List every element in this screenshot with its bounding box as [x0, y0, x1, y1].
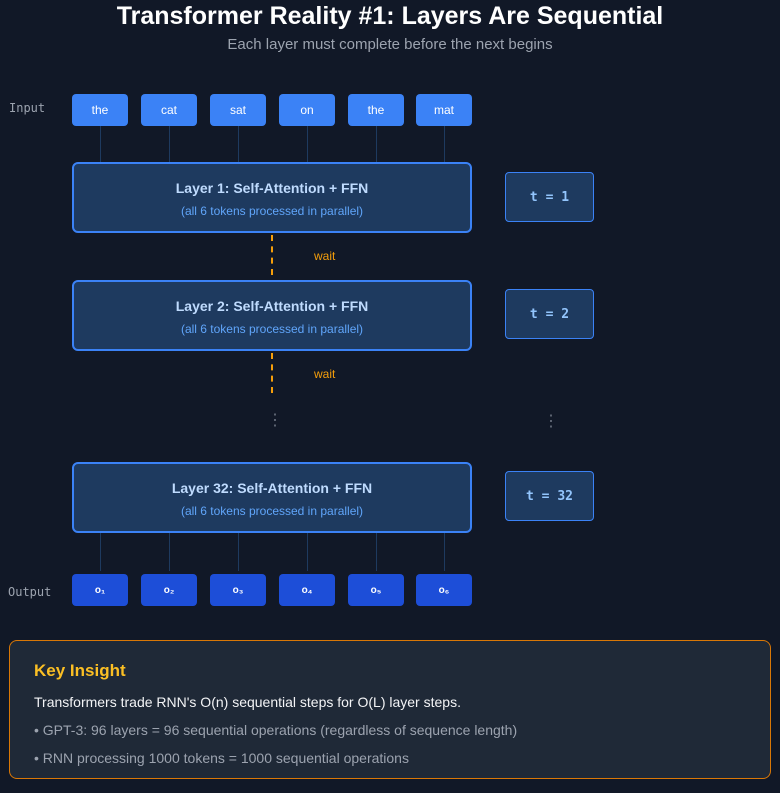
input-connector [307, 126, 308, 163]
input-connector [238, 126, 239, 163]
output-token: o₃ [210, 574, 266, 606]
wait-label: wait [314, 249, 336, 263]
insight-heading: Key Insight [34, 661, 126, 680]
output-connector [376, 533, 377, 571]
input-token: the [72, 94, 128, 126]
layer-title: Layer 2: Self-Attention + FFN [175, 298, 369, 314]
page-title: Transformer Reality #1: Layers Are Seque… [116, 2, 664, 30]
time-step-2: t = 2 [505, 289, 594, 339]
layer-2-box: Layer 2: Self-Attention + FFN (all 6 toke… [72, 280, 472, 351]
output-token: o₁ [72, 574, 128, 606]
layer-title: Layer 32: Self-Attention + FFN [171, 480, 373, 496]
output-connector [238, 533, 239, 571]
time-step-1: t = 1 [505, 172, 594, 222]
input-token: the [348, 94, 404, 126]
output-token: o₅ [348, 574, 404, 606]
input-connector [100, 126, 101, 163]
output-label: Output [8, 585, 52, 599]
wait-connector [271, 235, 273, 275]
input-connector [444, 126, 445, 163]
ellipsis-time: ⋮ [543, 413, 559, 430]
input-connector [169, 126, 170, 163]
input-label: Input [9, 101, 46, 115]
output-token: o₄ [279, 574, 335, 606]
output-connector [100, 533, 101, 571]
page-subtitle: Each layer must complete before the next… [227, 36, 553, 53]
input-token: mat [416, 94, 472, 126]
output-token: o₆ [416, 574, 472, 606]
key-insight-panel: Key Insight Transformers trade RNN's O(n… [9, 640, 771, 779]
input-connector [376, 126, 377, 163]
time-step-32: t = 32 [505, 471, 594, 521]
ellipsis-layers: ⋮ [267, 412, 283, 429]
insight-main: Transformers trade RNN's O(n) sequential… [34, 694, 461, 710]
layer-32-box: Layer 32: Self-Attention + FFN (all 6 tok… [72, 462, 472, 533]
layer-title: Layer 1: Self-Attention + FFN [175, 180, 369, 196]
layer-subtitle: (all 6 tokens processed in parallel) [180, 204, 364, 218]
layer-subtitle: (all 6 tokens processed in parallel) [180, 322, 364, 336]
output-token: o₂ [141, 574, 197, 606]
output-connector [444, 533, 445, 571]
layer-1-box: Layer 1: Self-Attention + FFN (all 6 toke… [72, 162, 472, 233]
output-connector [307, 533, 308, 571]
wait-connector [271, 353, 273, 393]
output-connector [169, 533, 170, 571]
insight-bullet: • RNN processing 1000 tokens = 1000 sequ… [34, 750, 409, 766]
input-token: cat [141, 94, 197, 126]
input-token: sat [210, 94, 266, 126]
wait-label: wait [314, 367, 336, 381]
layer-subtitle: (all 6 tokens processed in parallel) [180, 504, 364, 518]
input-token: on [279, 94, 335, 126]
insight-bullet: • GPT-3: 96 layers = 96 sequential opera… [34, 722, 518, 738]
